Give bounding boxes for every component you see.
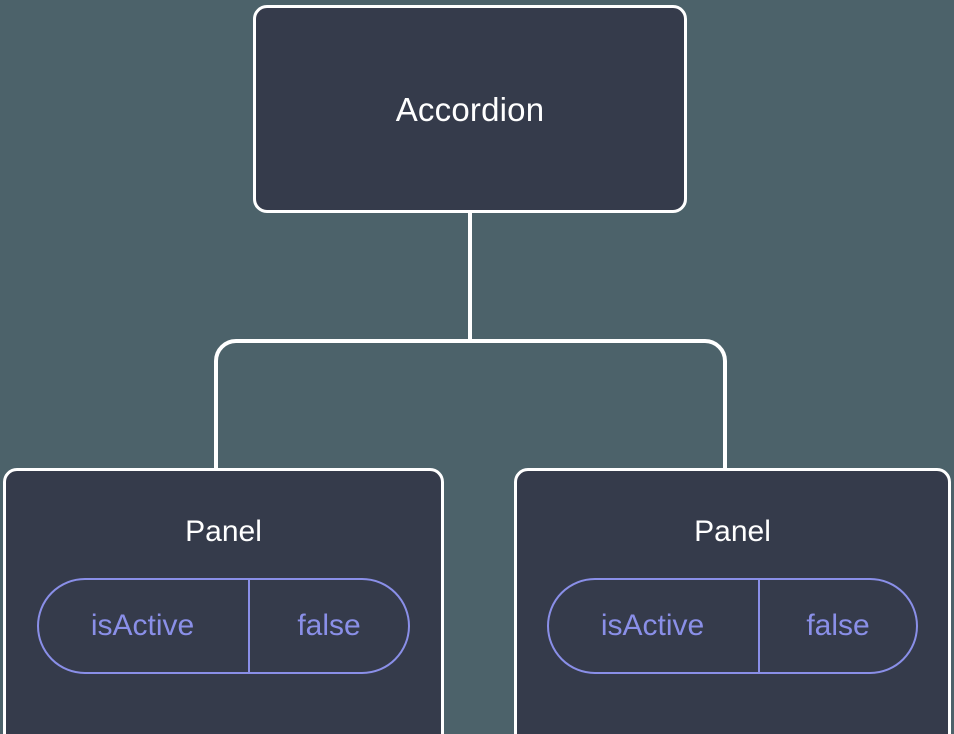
node-panel-left[interactable]: Panel isActive false	[3, 468, 444, 734]
edge-to-left-panel	[214, 339, 470, 470]
node-panel-right-label: Panel	[694, 515, 771, 548]
node-accordion-label: Accordion	[395, 90, 545, 128]
prop-key-isactive-left: isActive	[39, 580, 250, 672]
node-accordion[interactable]: Accordion	[253, 5, 687, 213]
node-panel-right[interactable]: Panel isActive false	[514, 468, 951, 734]
prop-key-isactive-right: isActive	[549, 580, 760, 672]
node-panel-left-label: Panel	[185, 515, 262, 548]
prop-pill-left[interactable]: isActive false	[37, 578, 410, 674]
prop-value-isactive-right: false	[806, 609, 870, 642]
prop-pill-right[interactable]: isActive false	[547, 578, 918, 674]
edge-to-right-panel	[470, 339, 727, 470]
prop-value-isactive-left: false	[297, 609, 361, 642]
